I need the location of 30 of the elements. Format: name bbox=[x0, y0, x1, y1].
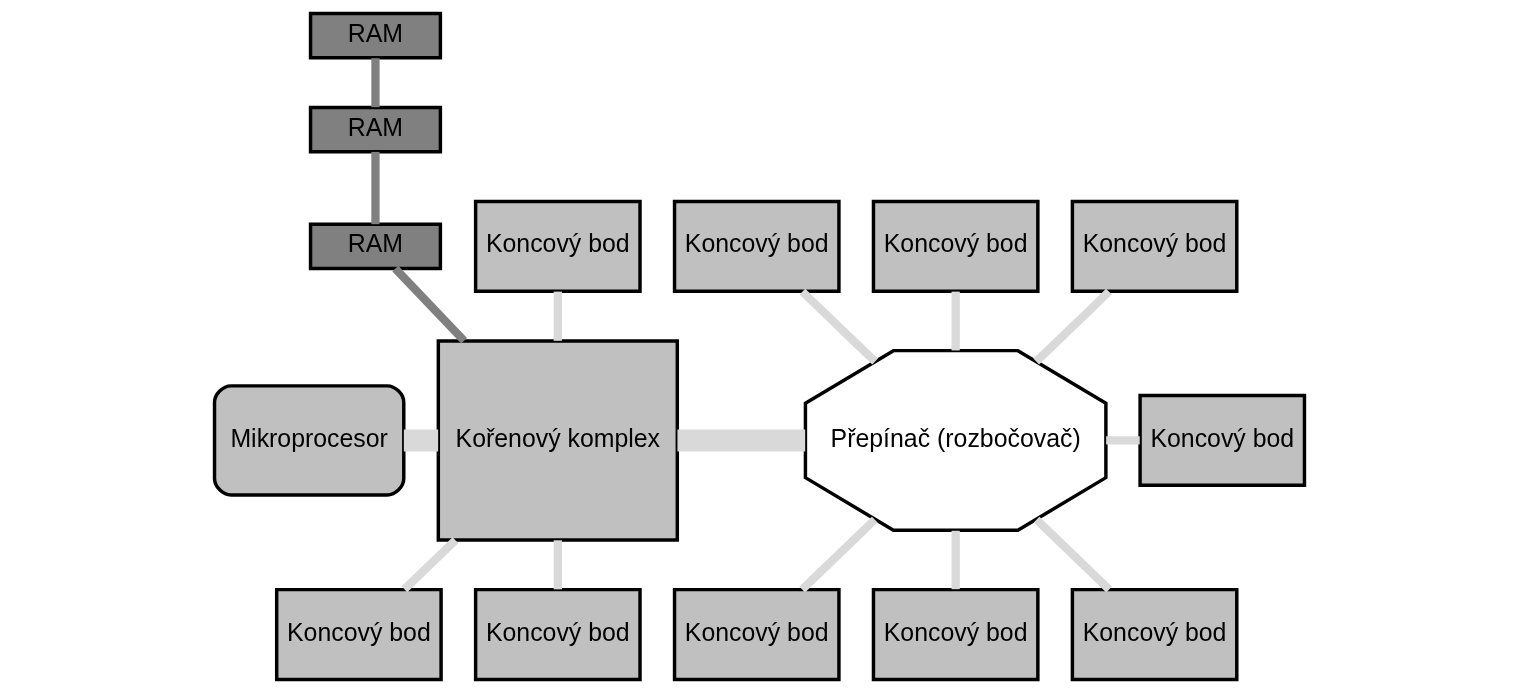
node-box: Koncový bod bbox=[1070, 199, 1238, 293]
connector bbox=[951, 530, 960, 590]
connector bbox=[370, 151, 380, 225]
node-box: Koncový bod bbox=[871, 587, 1040, 682]
node-box: Koncový bod bbox=[1070, 587, 1238, 682]
node-box: RAM bbox=[308, 105, 442, 154]
connector bbox=[1105, 436, 1140, 445]
connector bbox=[553, 291, 562, 341]
connector bbox=[401, 537, 458, 593]
node-box: Koncový bod bbox=[871, 199, 1040, 293]
connector bbox=[370, 58, 380, 108]
connector bbox=[798, 516, 878, 593]
connector bbox=[403, 429, 438, 452]
node-box: RAM bbox=[308, 11, 442, 60]
connector bbox=[553, 540, 562, 590]
connector bbox=[1033, 516, 1112, 593]
node-box: Koncový bod bbox=[672, 199, 841, 293]
node-box: RAM bbox=[308, 222, 442, 271]
connector bbox=[951, 291, 960, 351]
node-box: Koncový bod bbox=[1137, 393, 1306, 488]
node-box: Kořenový komplex bbox=[436, 339, 679, 542]
connector bbox=[391, 265, 467, 344]
node-box: Koncový bod bbox=[274, 587, 443, 682]
node-box: Koncový bod bbox=[672, 587, 841, 682]
connector bbox=[1032, 288, 1112, 365]
node-box: Mikroprocesor bbox=[212, 384, 405, 497]
connector bbox=[799, 288, 878, 365]
connector bbox=[676, 429, 805, 452]
node-box: Koncový bod bbox=[473, 587, 642, 682]
node-box: Koncový bod bbox=[473, 199, 642, 293]
